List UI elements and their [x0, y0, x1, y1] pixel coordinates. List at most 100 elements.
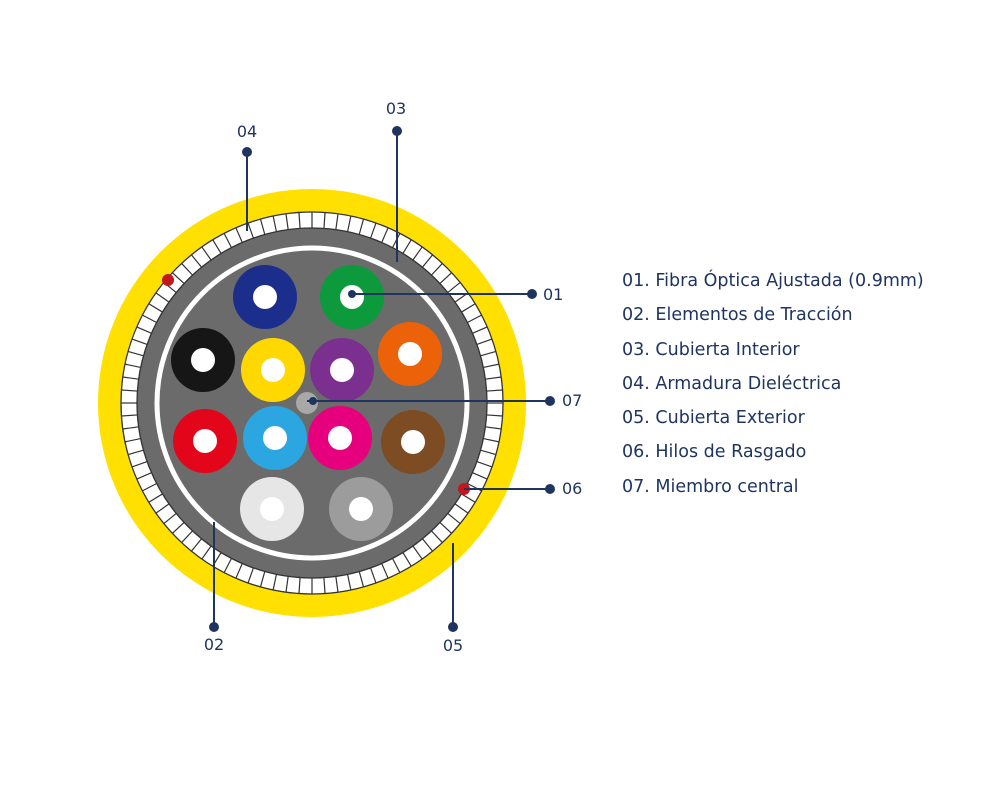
armor-strand: [335, 213, 339, 230]
legend-item-07: 07. Miembro central: [622, 476, 799, 497]
armor-strand: [480, 350, 497, 357]
armor-strand: [439, 522, 452, 534]
callout-05: 05: [443, 636, 463, 655]
armor-strand: [412, 545, 423, 560]
armor-strand: [476, 461, 493, 468]
armor-strand: [124, 438, 141, 443]
leader-03-end-dot: [392, 126, 402, 136]
callout-02: 02: [204, 635, 224, 654]
armor-strand: [172, 272, 185, 284]
armor-strand: [431, 263, 443, 276]
fiber-black-core: [191, 348, 215, 372]
armor-strand: [476, 338, 493, 345]
armor-strand: [272, 215, 277, 232]
armor-strand: [163, 512, 177, 525]
armor-strand: [323, 577, 326, 594]
armor-strand: [172, 522, 185, 534]
armor-outer-edge: [120, 211, 504, 595]
armor-strand: [391, 558, 401, 573]
armor-strand: [142, 314, 157, 324]
leader-04-end-dot: [242, 147, 252, 157]
armor-strand: [431, 530, 443, 543]
armor-strand: [447, 281, 461, 294]
armor-strand: [486, 389, 503, 392]
armor-strand: [439, 272, 452, 284]
armor-strand: [247, 567, 254, 584]
armor-strand: [259, 571, 266, 588]
cable-cross-section: [98, 189, 526, 617]
armor-strand: [136, 472, 152, 480]
legend-item-01: 01. Fibra Óptica Ajustada (0.9mm): [622, 271, 924, 291]
fiber-blue-core: [253, 285, 277, 309]
armor-strand: [201, 545, 212, 560]
armor-strand: [223, 233, 233, 248]
armor-strand: [247, 222, 254, 239]
legend-item-06: 06. Hilos de Rasgado: [622, 442, 807, 463]
armor-strand: [131, 461, 148, 468]
legend-item-05: 05. Cubierta Exterior: [622, 408, 805, 429]
leader-01-end-dot: [527, 289, 537, 299]
armor-strand: [285, 213, 289, 230]
armor-strand: [421, 254, 434, 268]
fiber-rose-core: [328, 426, 352, 450]
armor-strand: [235, 227, 243, 243]
armor-strand: [412, 246, 423, 261]
armor-strand: [335, 576, 339, 593]
armor-strand: [131, 338, 148, 345]
armor-strand: [298, 577, 301, 594]
armor-strand: [381, 227, 389, 243]
armor-strand: [127, 449, 144, 456]
leader-01-start-dot: [348, 290, 356, 298]
legend: 01. Fibra Óptica Ajustada (0.9mm) 02. El…: [622, 266, 924, 506]
armor-strand: [370, 567, 377, 584]
armor-strand: [454, 503, 469, 514]
fiber-orange-core: [398, 342, 422, 366]
armor-strand: [259, 218, 266, 235]
armor-strand: [235, 563, 243, 579]
armor-strand: [155, 292, 170, 303]
armor-strand: [485, 426, 502, 430]
armor-strand: [201, 246, 212, 261]
armor-strand: [483, 363, 500, 368]
armor-strand: [381, 563, 389, 579]
armor-strand: [480, 449, 497, 456]
armor-strand: [121, 414, 138, 417]
armor-strand: [347, 574, 352, 591]
armor-strand: [298, 212, 301, 229]
armor-strand: [421, 538, 434, 552]
fiber-yellow-core: [261, 358, 285, 382]
fiber-brown-core: [401, 430, 425, 454]
leader-07-start-dot: [309, 397, 317, 405]
armor-strand: [486, 414, 503, 417]
armor-strand: [323, 212, 326, 229]
armor-strand: [124, 363, 141, 368]
armor-strand: [223, 558, 233, 573]
armor-strand: [148, 303, 163, 313]
armor-strand: [127, 350, 144, 357]
callout-labels: 03 04 01 07 06 02 05: [204, 99, 583, 655]
armor-strand: [212, 239, 222, 254]
tension-layer-ring: [154, 245, 470, 561]
armor-strand: [181, 263, 193, 276]
armor-strand: [461, 493, 476, 503]
callout-03: 03: [386, 99, 406, 118]
leader-06-end-dot: [545, 484, 555, 494]
armor-strand: [181, 530, 193, 543]
armor-strand: [402, 239, 412, 254]
legend-item-04: 04. Armadura Dieléctrica: [622, 373, 842, 394]
armor-strand: [358, 571, 365, 588]
armor-strand: [461, 303, 476, 313]
armor-strand: [121, 389, 138, 392]
fiber-purple-core: [330, 358, 354, 382]
armor-strand: [122, 426, 139, 430]
armor-strand: [483, 438, 500, 443]
callout-leaders: [209, 126, 555, 632]
armor-strand: [148, 493, 163, 503]
fiber-gray-core: [349, 497, 373, 521]
armor-strand: [190, 538, 203, 552]
armor-strand: [155, 503, 170, 514]
armor-strand: [402, 552, 412, 567]
leader-05-end-dot: [448, 622, 458, 632]
armor-strand: [142, 482, 157, 492]
